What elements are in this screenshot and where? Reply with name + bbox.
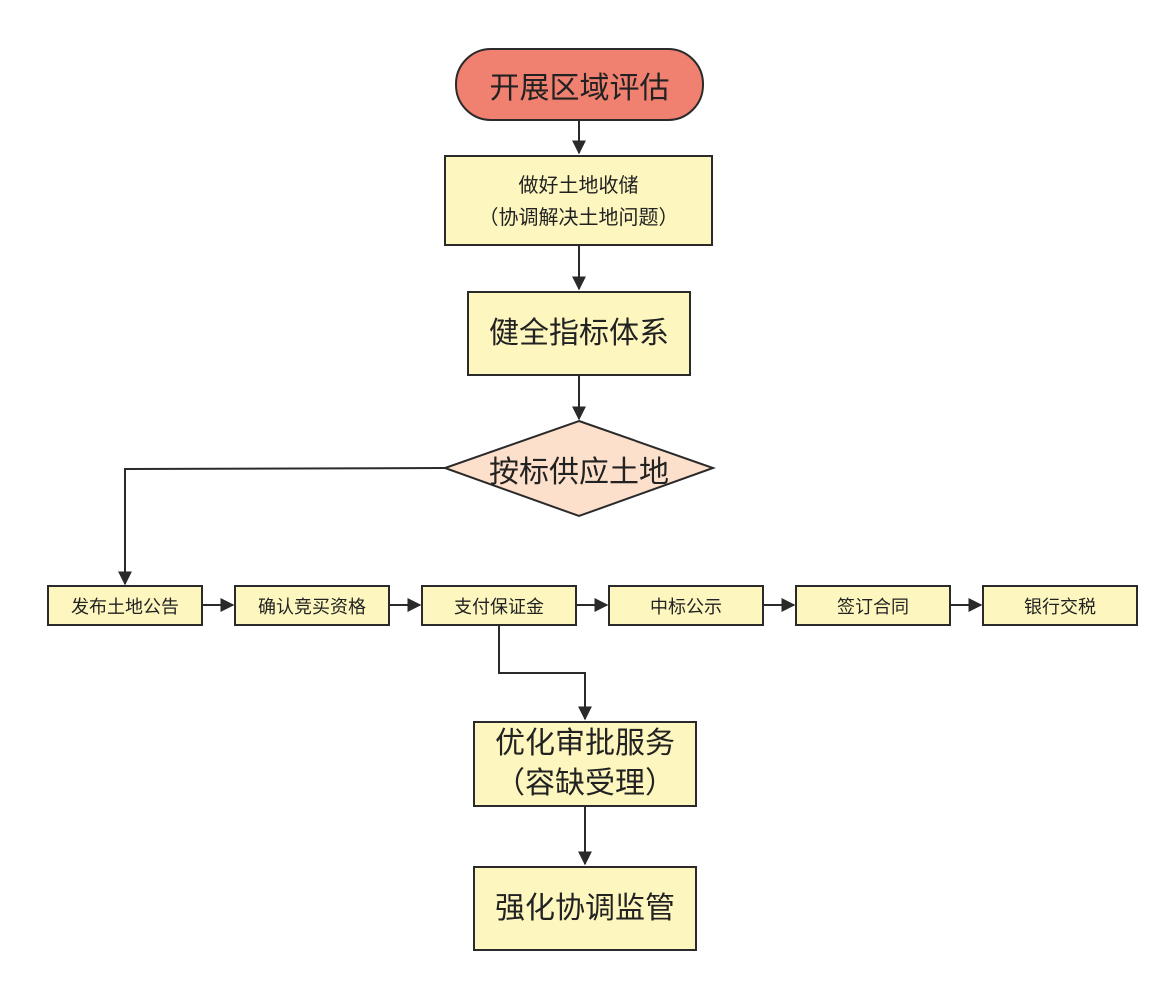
step-approval-service: 优化审批服务 （容缺受理） <box>473 721 697 807</box>
step-supervision-label: 强化协调监管 <box>495 890 675 926</box>
process-step-1: 发布土地公告 <box>47 585 203 626</box>
step-indicator-system: 健全指标体系 <box>467 291 691 376</box>
step-land-storage-line2: （协调解决土地问题） <box>478 204 679 229</box>
start-label: 开展区域评估 <box>489 70 670 106</box>
process-step-6: 银行交税 <box>982 585 1138 626</box>
start-terminal: 开展区域评估 <box>455 48 704 121</box>
step-approval-line1: 优化审批服务 <box>495 726 675 761</box>
step-indicator-system-label: 健全指标体系 <box>489 315 669 351</box>
step-land-storage-line1: 做好土地收储 <box>518 172 639 197</box>
process-step-3: 支付保证金 <box>421 585 577 626</box>
arrow-deposit-to-approval <box>498 626 592 721</box>
process-step-3-label: 支付保证金 <box>454 596 544 618</box>
arrow-decision-to-process <box>118 467 446 586</box>
process-step-4-label: 中标公示 <box>650 596 722 618</box>
process-step-2: 确认竞买资格 <box>234 585 390 626</box>
process-step-5-label: 签订合同 <box>837 596 909 618</box>
process-step-1-label: 发布土地公告 <box>71 596 179 618</box>
process-step-4: 中标公示 <box>608 585 764 626</box>
process-step-2-label: 确认竞买资格 <box>258 596 366 618</box>
step-supervision: 强化协调监管 <box>473 866 697 951</box>
process-step-6-label: 银行交税 <box>1024 596 1096 618</box>
process-step-5: 签订合同 <box>795 585 951 626</box>
decision-text: 按标供应土地 <box>489 454 669 490</box>
step-approval-line2: （容缺受理） <box>495 766 675 801</box>
decision-label: 按标供应土地 <box>445 421 713 516</box>
step-land-storage: 做好土地收储 （协调解决土地问题） <box>444 155 713 246</box>
decision-diamond <box>442 419 716 518</box>
